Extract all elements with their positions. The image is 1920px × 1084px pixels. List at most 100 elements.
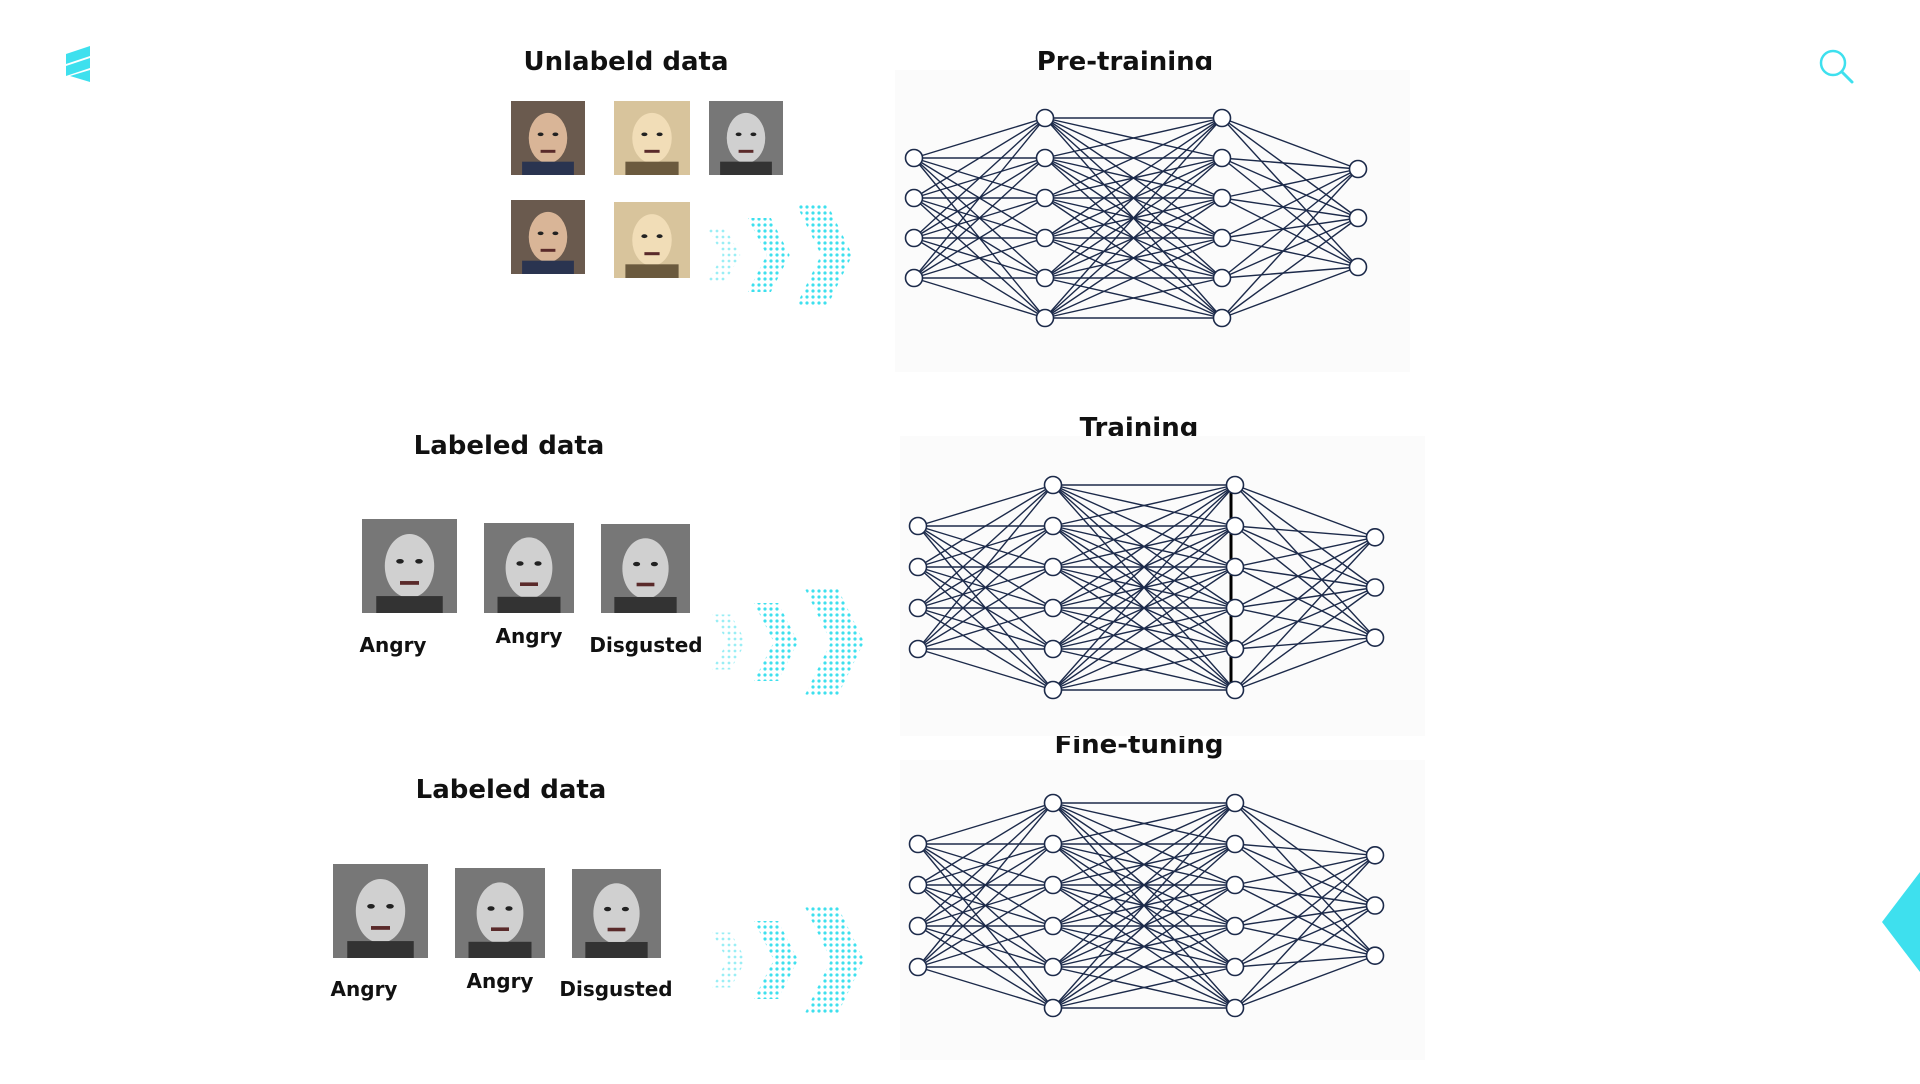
network-connection bbox=[1234, 525, 1376, 538]
network-node bbox=[1212, 108, 1232, 128]
chevron-arrows-icon bbox=[712, 587, 864, 697]
network-connection bbox=[1221, 157, 1359, 170]
network-node bbox=[1035, 308, 1055, 328]
neural-network-finetuning bbox=[900, 760, 1425, 1060]
network-node bbox=[1225, 516, 1245, 536]
network-node bbox=[1043, 598, 1063, 618]
bolt-logo-icon[interactable] bbox=[66, 46, 90, 82]
network-connection bbox=[1221, 217, 1359, 279]
network-node bbox=[1225, 916, 1245, 936]
network-connection bbox=[913, 117, 1046, 199]
network-connection bbox=[1234, 566, 1376, 589]
network-node bbox=[1348, 159, 1368, 179]
chevron-icon bbox=[804, 905, 864, 1015]
network-connection bbox=[1234, 484, 1376, 589]
face-image bbox=[511, 200, 585, 274]
network-node bbox=[908, 916, 928, 936]
network-connection bbox=[1234, 802, 1376, 957]
network-connection bbox=[917, 484, 1054, 650]
network-node bbox=[908, 957, 928, 977]
network-connection bbox=[1044, 277, 1223, 319]
network-connection bbox=[1234, 586, 1376, 609]
network-connection bbox=[917, 843, 1054, 968]
network-connection bbox=[917, 925, 1054, 968]
network-connection bbox=[1234, 484, 1376, 538]
network-node bbox=[1348, 208, 1368, 228]
network-connection bbox=[1044, 117, 1223, 279]
network-connection bbox=[917, 648, 1054, 691]
network-node bbox=[1043, 875, 1063, 895]
chevron-icon bbox=[754, 921, 798, 999]
network-connection bbox=[1221, 266, 1359, 279]
face-image bbox=[614, 202, 690, 278]
network-connection bbox=[1234, 955, 1376, 968]
network-connection bbox=[1234, 536, 1376, 691]
network-node bbox=[1225, 834, 1245, 854]
network-connection bbox=[1234, 854, 1376, 968]
network-node bbox=[1365, 578, 1385, 597]
face-image bbox=[614, 101, 690, 175]
network-connection bbox=[1052, 525, 1236, 691]
network-connection bbox=[1052, 484, 1236, 691]
network-connection bbox=[1221, 117, 1359, 268]
network-node bbox=[1365, 896, 1385, 915]
network-node bbox=[1225, 598, 1245, 618]
network-connection bbox=[1221, 168, 1359, 239]
network-node bbox=[1035, 108, 1055, 128]
network-connection bbox=[1221, 217, 1359, 319]
network-connection bbox=[1234, 566, 1376, 639]
network-connection bbox=[1044, 117, 1223, 239]
chevron-arrows-icon bbox=[708, 202, 853, 308]
face-image bbox=[709, 101, 783, 175]
chevron-icon bbox=[747, 217, 790, 293]
network-connection bbox=[1221, 197, 1359, 219]
network-connection bbox=[1234, 904, 1376, 1009]
network-connection bbox=[1221, 237, 1359, 268]
network-connection bbox=[1234, 854, 1376, 1009]
network-connection bbox=[1221, 168, 1359, 199]
network-node bbox=[1043, 639, 1063, 659]
network-connection bbox=[1044, 157, 1223, 319]
network-connection bbox=[1234, 802, 1376, 907]
network-node bbox=[1365, 527, 1385, 547]
network-connection bbox=[1052, 802, 1236, 1009]
network-connection bbox=[1234, 525, 1376, 589]
network-connection bbox=[913, 117, 1046, 159]
network-node bbox=[1212, 268, 1232, 288]
network-connection bbox=[1234, 884, 1376, 907]
image-label: Angry bbox=[331, 977, 398, 1001]
network-connection bbox=[1234, 843, 1376, 907]
face-image bbox=[362, 519, 457, 613]
network-connection bbox=[1234, 637, 1376, 691]
network-connection bbox=[917, 484, 1054, 527]
face-image bbox=[333, 864, 428, 958]
network-node bbox=[1348, 257, 1368, 277]
network-node bbox=[1225, 680, 1245, 700]
network-node bbox=[1043, 998, 1063, 1018]
network-node bbox=[1365, 845, 1385, 865]
network-node bbox=[904, 188, 924, 208]
network-connection bbox=[1052, 966, 1236, 1009]
chevron-arrows-icon bbox=[712, 905, 864, 1015]
network-node bbox=[904, 148, 924, 168]
network-node bbox=[1035, 188, 1055, 208]
search-icon[interactable] bbox=[1819, 49, 1854, 84]
network-connection bbox=[917, 802, 1054, 968]
network-node bbox=[904, 268, 924, 288]
network-connection bbox=[1052, 843, 1236, 1009]
network-connection bbox=[913, 157, 1046, 279]
network-node bbox=[1225, 957, 1245, 977]
chevron-icon bbox=[712, 614, 746, 670]
network-node bbox=[1225, 793, 1245, 813]
network-connection bbox=[1234, 925, 1376, 957]
network-node bbox=[1043, 680, 1063, 700]
network-connection bbox=[917, 525, 1054, 650]
network-connection bbox=[1221, 117, 1359, 219]
network-connection bbox=[1234, 536, 1376, 568]
chevron-icon bbox=[712, 932, 746, 988]
network-connection bbox=[1052, 802, 1236, 845]
image-label: Disgusted bbox=[559, 977, 672, 1001]
network-connection bbox=[1234, 525, 1376, 639]
labeled-data-title-1: Labeled data bbox=[414, 431, 605, 461]
